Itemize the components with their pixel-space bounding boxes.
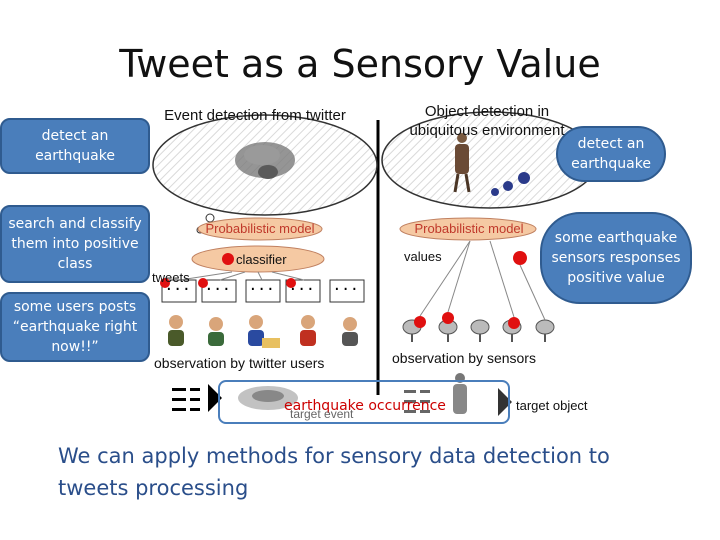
left-model-ellipse: [197, 217, 323, 241]
tweets-label: tweets: [152, 270, 190, 285]
twitter-observation-label: observation by twitter users: [154, 355, 325, 371]
target-object-label: target object: [516, 398, 588, 413]
link-line: [447, 240, 471, 313]
left-model-label: Probabilistic model: [205, 221, 315, 236]
dots-text: ···: [250, 279, 276, 300]
link-line: [489, 240, 515, 318]
sensor-camera-icon: [535, 319, 555, 342]
classifier-label: classifier: [236, 252, 287, 267]
right-model-ellipse: [399, 217, 537, 241]
thought-dot: [491, 188, 499, 196]
left-box-detect: detect an earthquake: [0, 118, 150, 174]
red-dot: [286, 278, 296, 288]
sensor-camera-icon: [470, 319, 490, 342]
typhoon-icon: [238, 386, 298, 410]
red-dot: [508, 317, 520, 329]
left-stack-icon: [172, 384, 222, 412]
user-icon: [168, 315, 184, 346]
left-heading: Event detection from twitter: [164, 107, 346, 124]
values-label: values: [404, 249, 442, 264]
right-model-label: Probabilistic model: [414, 221, 524, 236]
red-dot: [198, 278, 208, 288]
red-dot: [442, 312, 454, 324]
target-event-label: target event: [290, 407, 354, 421]
thought-dot: [518, 172, 530, 184]
right-heading: Object detection in ubiquitous environme…: [409, 103, 565, 139]
red-dot: [160, 278, 170, 288]
link-line: [271, 271, 305, 281]
red-dot: [513, 251, 527, 265]
dots-text: ···: [166, 279, 192, 300]
right-box-detect: detect an earthquake: [556, 126, 666, 182]
user-icon: [248, 315, 280, 348]
typhoon-icon: [235, 142, 295, 179]
person-icon: [453, 133, 471, 193]
dots-text: ···: [334, 279, 360, 300]
sensor-observation-label: observation by sensors: [392, 350, 536, 366]
left-box-users: some users posts “earthquake right now!!…: [0, 292, 150, 362]
thought-dot: [503, 181, 513, 191]
dots-icon: [161, 279, 365, 303]
link-line: [419, 240, 471, 317]
user-icon: [208, 317, 224, 346]
page-title: Tweet as a Sensory Value: [119, 42, 601, 86]
left-box-detect-label: detect an earthquake: [35, 128, 115, 164]
occurrence-label: earthquake occurrence: [284, 398, 446, 414]
dots-text: ···: [206, 279, 232, 300]
summary-text: We can apply methods for sensory data de…: [58, 444, 610, 500]
right-box-detect-label: detect an earthquake: [571, 136, 651, 172]
user-icon: [342, 317, 358, 346]
link-line: [257, 271, 263, 281]
left-box-search-label: search and classify them into positive c…: [8, 216, 142, 272]
right-stack-icon: [404, 388, 512, 416]
red-dot: [222, 253, 234, 265]
red-dot: [414, 316, 426, 328]
link-line: [219, 271, 246, 281]
link-line: [519, 264, 546, 321]
user-icon: [300, 315, 316, 346]
left-box-users-label: some users posts “earthquake right now!!…: [12, 299, 138, 355]
left-box-search: search and classify them into positive c…: [0, 205, 150, 283]
right-box-sensors: some earthquake sensors responses positi…: [540, 212, 692, 304]
link-line: [179, 271, 233, 281]
right-box-sensors-label: some earthquake sensors responses positi…: [551, 230, 681, 286]
event-row-box: [218, 380, 510, 424]
